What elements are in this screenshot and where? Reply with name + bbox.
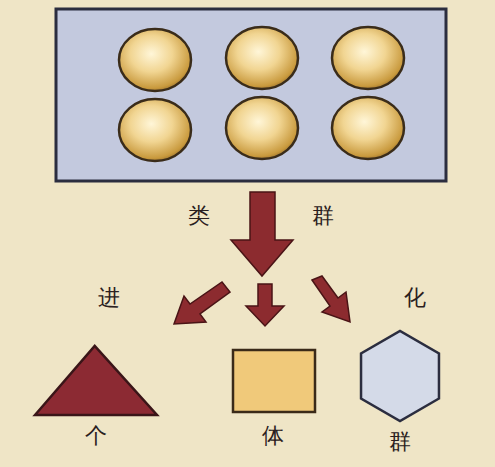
ball [332,97,404,159]
triangle-node: 个 [32,342,160,450]
main-arrow [231,192,293,276]
ball [119,99,191,161]
hexagon-node: 群 [350,328,450,456]
node-label: 群 [350,430,450,454]
split-arrow [174,282,230,324]
ball [226,27,298,89]
triangle-shape [35,346,157,415]
flow-label: 类 [188,204,210,228]
flow-label: 化 [404,286,426,310]
flow-label: 进 [98,286,120,310]
square-node: 体 [205,342,341,450]
ball [226,97,298,159]
node-label: 个 [32,424,160,448]
hexagon-outline [350,328,450,424]
node-label: 体 [205,424,341,448]
ball [332,27,404,89]
arrow-group [174,192,350,326]
ball [119,29,191,91]
ball-group [119,27,404,161]
flow-label: 群 [312,204,334,228]
split-arrow [246,284,284,326]
triangle-outline [32,342,160,418]
square-shape [233,350,315,412]
container-box [56,9,446,181]
hexagon-shape [361,331,439,421]
split-arrow [312,276,350,322]
square-outline [205,342,341,418]
